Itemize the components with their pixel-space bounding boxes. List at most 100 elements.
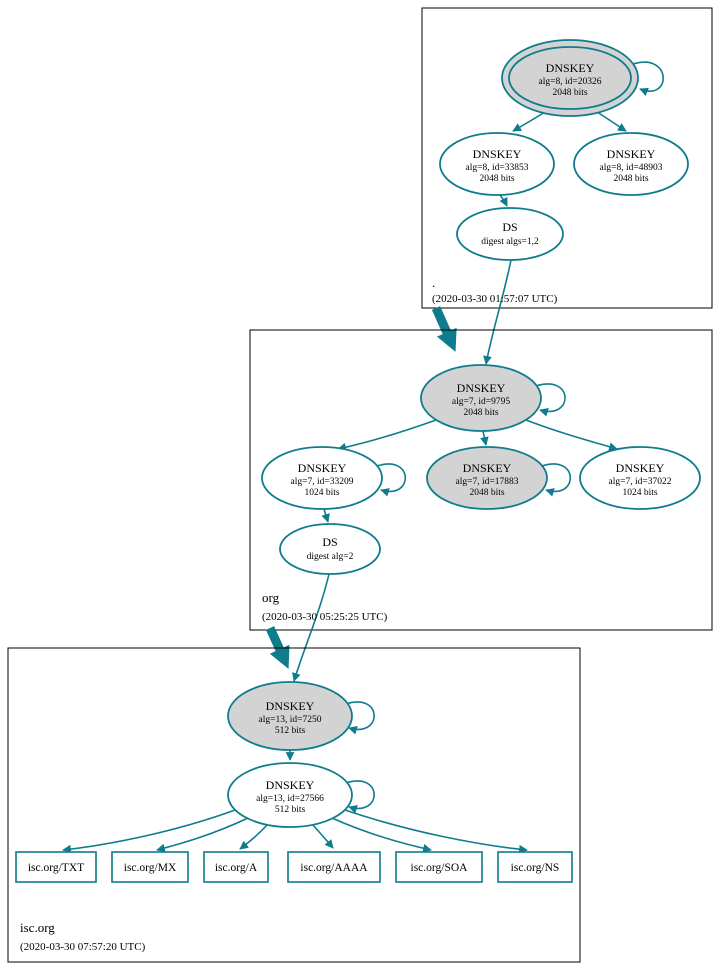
org-zsk1-title: DNSKEY: [298, 461, 347, 475]
node-isc-ksk-dnskey-7250: DNSKEY alg=13, id=7250 512 bits: [227, 681, 353, 751]
root-zsk2-title: DNSKEY: [607, 147, 656, 161]
org-ksk-ellipse: [420, 364, 542, 432]
root-zsk2-meta: alg=8, id=48903: [600, 163, 663, 173]
edge-isc-zsk-to-txt: [62, 809, 236, 854]
root-ksk-meta: alg=8, id=20326: [539, 77, 602, 87]
node-root-zsk-dnskey-48903: DNSKEY alg=8, id=48903 2048 bits: [573, 132, 689, 196]
root-zsk1-meta: alg=8, id=33853: [466, 163, 529, 173]
edge-org-zsk1-selfloop: [376, 463, 406, 497]
zone-root-box: [421, 7, 713, 309]
org-zsk2-ellipse: [426, 446, 548, 510]
isc-zsk-ellipse: [227, 762, 353, 828]
node-root-ksk-dnskey-20326: DNSKEY alg=8, id=20326 2048 bits: [501, 39, 639, 117]
edge-root-ksk-to-zsk2: [596, 111, 627, 132]
root-ds-ellipse: [456, 207, 564, 261]
org-ksk-bits: 2048 bits: [463, 408, 498, 418]
rrset-ns-label: isc.org/NS: [511, 862, 560, 874]
zone-org-box: [249, 329, 713, 631]
rrset-isc-org-soa: isc.org/SOA: [395, 851, 483, 883]
rrset-isc-org-ns: isc.org/NS: [497, 851, 573, 883]
org-ksk-meta: alg=7, id=9795: [452, 397, 510, 407]
root-zsk1-title: DNSKEY: [473, 147, 522, 161]
org-zsk1-ellipse: [261, 446, 383, 510]
isc-ksk-bits: 512 bits: [275, 726, 306, 736]
org-zsk1-meta: alg=7, id=33209: [291, 477, 354, 487]
edge-root-zsk1-to-ds: [499, 194, 508, 207]
rrset-mx-box: [111, 851, 189, 883]
node-org-ds: DS digest alg=2: [279, 523, 381, 575]
zone-root-label: .: [432, 275, 435, 290]
org-zsk3-bits: 1024 bits: [622, 488, 657, 498]
rrset-isc-org-mx: isc.org/MX: [111, 851, 189, 883]
edge-root-ds-to-org-ksk: [483, 259, 512, 365]
node-org-zsk-dnskey-17883: DNSKEY alg=7, id=17883 2048 bits: [426, 446, 548, 510]
root-zsk1-bits: 2048 bits: [479, 174, 514, 184]
root-zsk1-ellipse: [439, 132, 555, 196]
root-ksk-bits: 2048 bits: [552, 88, 587, 98]
org-ds-ellipse: [279, 523, 381, 575]
org-ds-meta: digest alg=2: [307, 552, 354, 562]
rrset-soa-box: [395, 851, 483, 883]
isc-ksk-meta: alg=13, id=7250: [259, 715, 322, 725]
zone-org-label: org: [262, 590, 280, 605]
edge-isc-zsk-to-a: [239, 823, 269, 850]
rrset-a-label: isc.org/A: [215, 862, 258, 874]
org-ksk-title: DNSKEY: [457, 381, 506, 395]
root-ds-title: DS: [502, 220, 517, 234]
org-zsk2-bits: 2048 bits: [469, 488, 504, 498]
zone-root-timestamp: (2020-03-30 01:57:07 UTC): [432, 293, 558, 305]
node-org-ksk-dnskey-9795: DNSKEY alg=7, id=9795 2048 bits: [420, 364, 542, 432]
rrset-mx-label: isc.org/MX: [124, 862, 177, 874]
edge-root-ksk-to-zsk1: [512, 111, 546, 132]
zone-isc-timestamp: (2020-03-30 07:57:20 UTC): [20, 941, 146, 953]
zone-isc-label: isc.org: [20, 920, 55, 935]
isc-ksk-ellipse: [227, 681, 353, 751]
edge-isc-ksk-selfloop: [345, 701, 375, 735]
zone-isc-box: [7, 647, 581, 963]
isc-zsk-bits: 512 bits: [275, 805, 306, 815]
node-isc-zsk-dnskey-27566: DNSKEY alg=13, id=27566 512 bits: [227, 762, 353, 828]
rrset-txt-label: isc.org/TXT: [28, 862, 84, 874]
zone-root: DNSKEY alg=8, id=20326 2048 bits DNSKEY …: [421, 7, 713, 365]
edge-isc-zsk-selfloop: [345, 780, 375, 814]
org-zsk3-meta: alg=7, id=37022: [609, 477, 672, 487]
edge-org-ksk-to-zsk2: [480, 430, 489, 446]
zone-org-timestamp: (2020-03-30 05:25:25 UTC): [262, 611, 388, 623]
edge-org-ksk-to-zsk3: [525, 419, 618, 451]
node-root-zsk-dnskey-33853: DNSKEY alg=8, id=33853 2048 bits: [439, 132, 555, 196]
node-org-zsk-dnskey-37022: DNSKEY alg=7, id=37022 1024 bits: [579, 446, 701, 510]
root-ksk-title: DNSKEY: [546, 61, 595, 75]
root-zsk2-bits: 2048 bits: [613, 174, 648, 184]
zone-isc: DNSKEY alg=13, id=7250 512 bits DNSKEY a…: [7, 647, 581, 963]
edge-isc-zsk-to-soa: [331, 817, 432, 853]
rrset-soa-label: isc.org/SOA: [411, 862, 469, 874]
rrset-ns-box: [497, 851, 573, 883]
org-zsk1-bits: 1024 bits: [304, 488, 339, 498]
org-ds-title: DS: [322, 535, 337, 549]
rrset-isc-org-txt: isc.org/TXT: [15, 851, 97, 883]
rrset-isc-org-a: isc.org/A: [203, 851, 269, 883]
edge-isc-zsk-to-ns: [344, 809, 528, 854]
org-zsk3-ellipse: [579, 446, 701, 510]
edge-isc-zsk-to-aaaa: [311, 823, 334, 849]
root-zsk2-ellipse: [573, 132, 689, 196]
rrset-isc-org-aaaa: isc.org/AAAA: [287, 851, 381, 883]
rrset-a-box: [203, 851, 269, 883]
rrset-txt-box: [15, 851, 97, 883]
delegation-arrow-org-to-isc: [265, 626, 290, 669]
edge-isc-zsk-to-mx: [156, 817, 249, 853]
edge-org-zsk2-selfloop: [541, 463, 571, 497]
rrset-aaaa-box: [287, 851, 381, 883]
edge-root-ksk-selfloop: [632, 61, 664, 97]
isc-ksk-title: DNSKEY: [266, 699, 315, 713]
root-ds-meta: digest algs=1,2: [481, 237, 539, 247]
edge-org-ksk-selfloop: [535, 383, 566, 417]
edge-org-zsk1-to-ds: [321, 508, 330, 523]
zone-org: DNSKEY alg=7, id=9795 2048 bits DNSKEY a…: [249, 329, 713, 682]
rrset-aaaa-label: isc.org/AAAA: [300, 862, 368, 874]
isc-zsk-title: DNSKEY: [266, 778, 315, 792]
delegation-arrow-root-to-org: [431, 306, 457, 352]
org-zsk3-title: DNSKEY: [616, 461, 665, 475]
